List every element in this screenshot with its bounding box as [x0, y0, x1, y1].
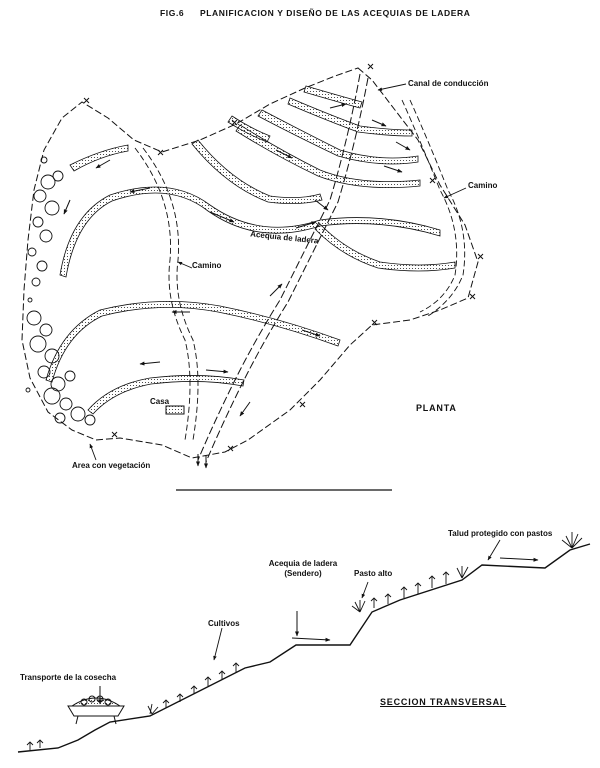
label-casa: Casa: [150, 397, 170, 406]
flow-arrows: [63, 103, 411, 469]
figure-title: PLANIFICACION Y DISEÑO DE LAS ACEQUIAS D…: [200, 8, 471, 18]
vegetation-area: [25, 156, 96, 426]
terrain-profile: [17, 543, 591, 753]
talud-leader: [487, 539, 501, 561]
section-view: [17, 532, 591, 753]
pasto-leader: [361, 581, 369, 599]
plan-view: [21, 63, 484, 469]
label-acequia-section-line1: Acequia de ladera: [268, 559, 338, 568]
label-canal-conduccion: Canal de conducción: [408, 79, 489, 88]
cultivos-leader: [213, 627, 223, 661]
paths: [134, 99, 466, 441]
label-camino-right: Camino: [468, 181, 498, 190]
leader-lines: [89, 83, 467, 461]
conduction-canal: [197, 73, 369, 463]
label-pasto-alto: Pasto alto: [354, 569, 393, 578]
label-acequia-section-line2: (Sendero): [284, 569, 322, 578]
house: [165, 405, 185, 415]
field-boundary: [21, 67, 479, 459]
label-acequia-section: Acequia de ladera (Sendero): [268, 560, 338, 578]
crop-plants: [26, 532, 583, 750]
harvest-cart: [67, 695, 125, 725]
plan-view-title: PLANTA: [416, 403, 457, 413]
section-view-title: SECCION TRANSVERSAL: [380, 697, 507, 707]
fence-markers: [83, 63, 484, 452]
label-talud: Talud protegido con pastos: [448, 529, 553, 538]
label-camino-center: Camino: [192, 261, 222, 270]
figure-number: FIG.6: [160, 8, 185, 18]
ditch-flow-arrows: [98, 557, 539, 705]
hillside-ditches: [45, 85, 456, 415]
label-cultivos: Cultivos: [208, 619, 240, 628]
label-transporte: Transporte de la cosecha: [20, 673, 117, 682]
label-vegetation-area: Area con vegetación: [72, 461, 151, 470]
